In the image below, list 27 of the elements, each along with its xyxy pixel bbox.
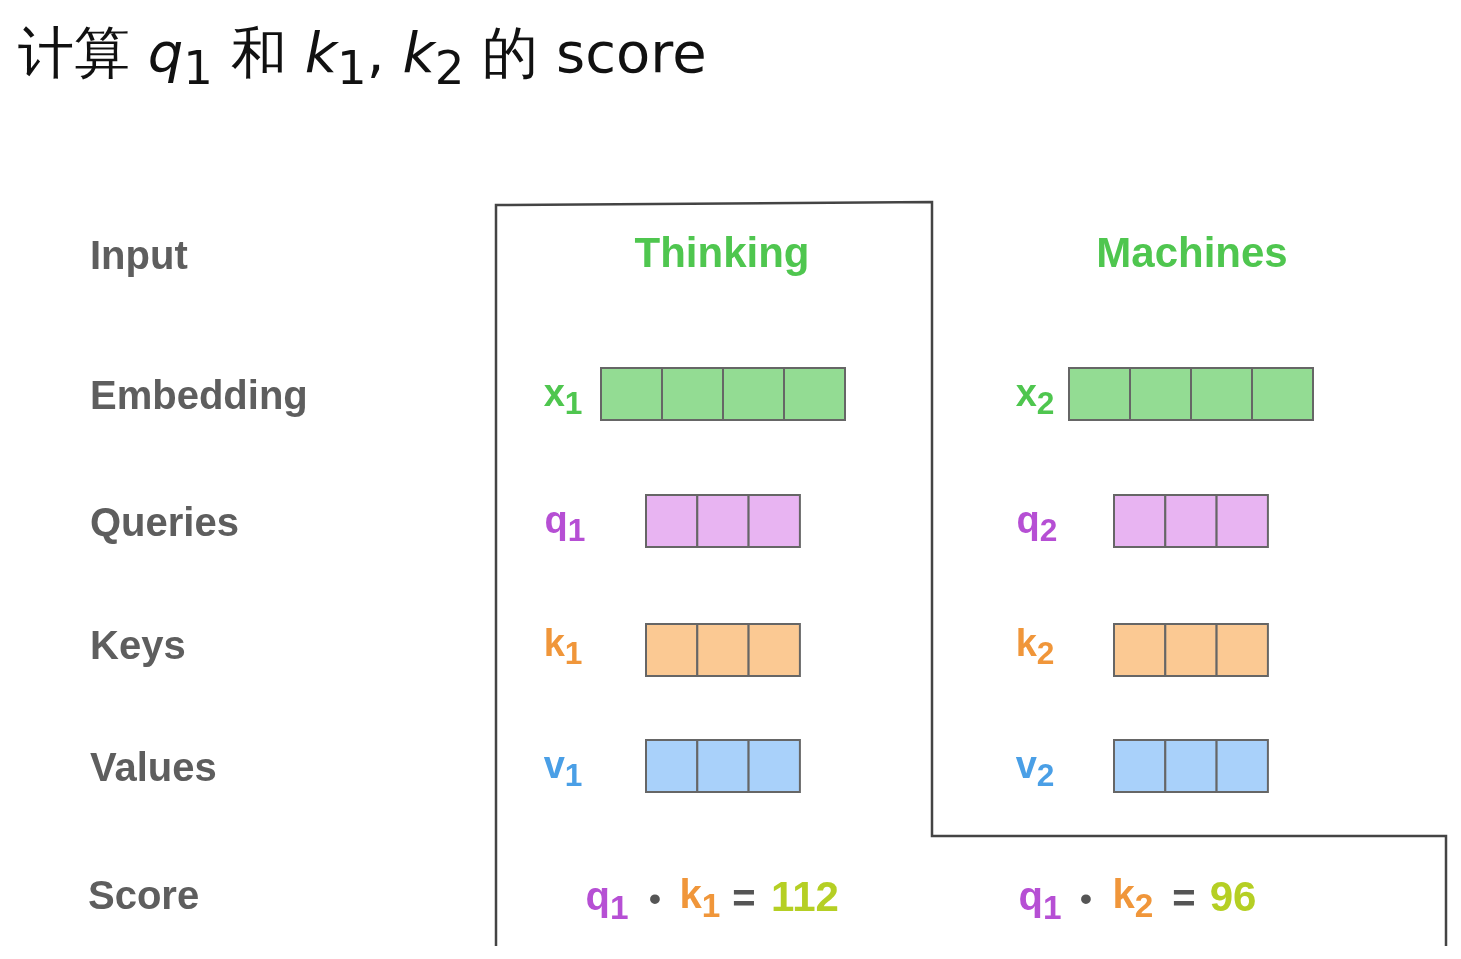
row-label: Score (88, 875, 200, 915)
score-value: 112 (771, 876, 839, 918)
vector-label: q$_{2}$ (1016, 500, 1058, 548)
equals-sign: = (1172, 878, 1196, 918)
score-term: k$_{2}$ (1112, 873, 1154, 923)
vector-label: v$_{1}$ (543, 745, 583, 793)
vector-label: k$_{1}$ (543, 623, 583, 671)
score-term: q$_{1}$ (1018, 875, 1062, 925)
row-label: Queries (90, 502, 239, 542)
title: 计算 q$_{1}$ 和 k$_{1}$, k$_{2}$ 的 score (18, 22, 707, 95)
vector-label: q$_{1}$ (544, 500, 586, 548)
vector-label: v$_{2}$ (1015, 745, 1055, 793)
row-label: Values (90, 747, 217, 787)
score-term: q$_{1}$ (585, 875, 629, 925)
dot-operator: • (1080, 881, 1092, 915)
dot-operator: • (649, 881, 661, 915)
row-label: Keys (90, 625, 186, 665)
score-value: 96 (1209, 876, 1257, 918)
word-label: Machines (1096, 232, 1288, 274)
score-term: k$_{1}$ (679, 873, 721, 923)
row-label: Input (90, 235, 188, 275)
word-label: Thinking (634, 232, 810, 274)
equals-sign: = (732, 878, 756, 918)
vector-label: k$_{2}$ (1015, 623, 1055, 671)
vector-label: x$_{1}$ (543, 373, 583, 421)
row-label: Embedding (90, 375, 308, 415)
vector-label: x$_{2}$ (1015, 373, 1055, 421)
